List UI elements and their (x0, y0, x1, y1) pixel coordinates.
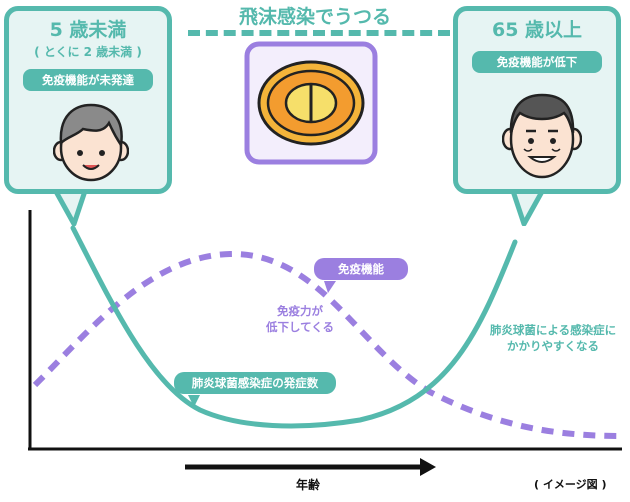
susceptibility-note: 肺炎球菌による感染症に かかりやすくなる (478, 322, 628, 354)
left-age-subtitle: ( とくに 2 歳未満 ) (34, 45, 142, 59)
header-title: 飛沫感染でうつる (238, 6, 391, 28)
infection-count-label: 肺炎球菌感染症の発症数 (174, 372, 336, 394)
left-immune-badge: 免疫機能が未発達 (23, 69, 153, 91)
image-caption: ( イメージ図 ) (534, 478, 607, 491)
immunity-drop-note-line2: 低下してくる (265, 320, 335, 334)
header-dashed-line (188, 30, 450, 36)
right-bubble-tail (509, 186, 547, 227)
immune-function-label: 免疫機能 (314, 258, 408, 280)
immunity-drop-note-line1: 免疫力が (277, 304, 323, 318)
age-axis-arrow-head (420, 458, 436, 476)
left-bubble-tail (51, 186, 89, 227)
x-axis-label: 年齢 (296, 478, 321, 492)
elder-face-illustration (501, 87, 583, 183)
bacteria-illustration (244, 41, 378, 165)
immune-label-pointer (324, 278, 338, 293)
right-age-title: 65 歳以上 (491, 19, 583, 41)
right-immune-badge: 免疫機能が低下 (472, 51, 602, 73)
immunity-drop-note: 免疫力が 低下してくる (250, 303, 350, 335)
susceptibility-note-line2: かかりやすくなる (507, 339, 599, 353)
child-face-illustration (52, 103, 130, 185)
right-age-bubble: 65 歳以上 免疫機能が低下 (453, 6, 621, 194)
left-age-title: 5 歳未満 (49, 19, 127, 41)
susceptibility-note-line1: 肺炎球菌による感染症に (489, 323, 617, 337)
immune-function-curve (32, 250, 623, 439)
left-age-bubble: 5 歳未満 ( とくに 2 歳未満 ) 免疫機能が未発達 (4, 6, 172, 194)
infection-label-pointer (188, 392, 202, 407)
infection-count-curve (70, 225, 518, 429)
